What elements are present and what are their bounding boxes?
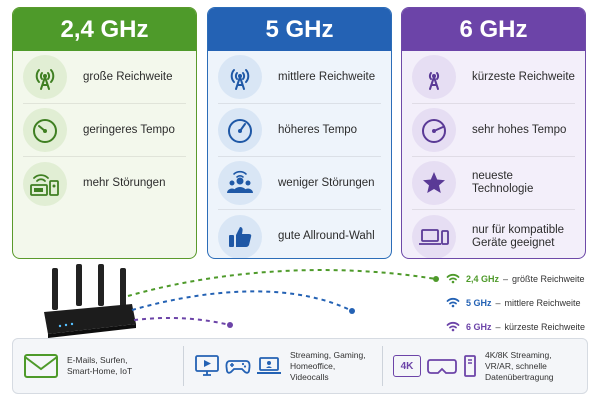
interference-devices-icon	[23, 161, 67, 206]
feature-label: neueste Technologie	[472, 170, 534, 195]
band-title: 2,4 GHz	[13, 8, 196, 51]
mail-icon	[24, 354, 58, 378]
feature-label: mehr Störungen	[83, 177, 166, 189]
thumbs-up-icon	[218, 214, 262, 258]
legend-sep: –	[495, 297, 501, 308]
signal-line-6ghz	[133, 316, 231, 326]
wifi-icon	[446, 321, 460, 332]
laptop-phone-icon	[412, 214, 456, 258]
feature-row: mittlere Reichweite	[218, 51, 381, 104]
antenna-small-icon	[412, 55, 456, 99]
vr-headset-icon	[427, 359, 457, 374]
gamepad-icon	[225, 360, 251, 374]
monitor-play-icon	[195, 355, 219, 376]
use-case-text: Streaming, Gaming, Homeoffice, Videocall…	[290, 349, 366, 382]
band-title: 6 GHz	[402, 8, 585, 51]
feature-row: neueste Technologie	[412, 157, 575, 210]
feature-label: weniger Störungen	[278, 176, 375, 189]
signal-line-2-4ghz	[127, 269, 437, 297]
legend-item-6ghz: 6 GHz – kürzeste Reichweite	[446, 321, 585, 332]
use-case-text: 4K/8K Streaming, VR/AR, schnelle Datenüb…	[485, 349, 554, 382]
use-case-6ghz: 4K 4K/8K Streaming, VR/AR, schnelle Date…	[383, 339, 583, 393]
feature-row: nur für kompatible Geräte geeignet	[412, 210, 575, 258]
legend-sep: –	[503, 273, 509, 284]
users-icon	[218, 161, 262, 205]
laptop-videocall-icon	[257, 357, 281, 374]
feature-row: kürzeste Reichweite	[412, 51, 575, 104]
antenna-icon	[23, 55, 67, 99]
band-card-2-4ghz: 2,4 GHz große Reichweite geringeres Temp…	[12, 7, 197, 259]
legend-item-2-4ghz: 2,4 GHz – größte Reichweite	[446, 273, 585, 284]
speedometer-fast-icon	[412, 108, 456, 152]
feature-label: große Reichweite	[83, 70, 173, 83]
feature-row: sehr hohes Tempo	[412, 104, 575, 157]
legend-item-5ghz: 5 GHz – mittlere Reichweite	[446, 297, 581, 308]
use-case-5ghz: Streaming, Gaming, Homeoffice, Videocall…	[184, 339, 382, 393]
feature-label: mittlere Reichweite	[278, 70, 376, 83]
legend-desc: kürzeste Reichweite	[504, 321, 586, 332]
legend-freq: 5 GHz	[466, 297, 492, 308]
star-icon	[412, 161, 456, 205]
legend-desc: mittlere Reichweite	[504, 297, 581, 308]
use-case-2-4ghz: E-Mails, Surfen, Smart-Home, IoT	[13, 339, 183, 393]
feature-row: große Reichweite	[23, 51, 186, 104]
signal-line-5ghz	[131, 290, 353, 312]
tower-pc-icon	[464, 355, 476, 377]
feature-row: gute Allround-Wahl	[218, 210, 381, 258]
feature-row: geringeres Tempo	[23, 104, 186, 157]
feature-row: höheres Tempo	[218, 104, 381, 157]
4k-badge-icon: 4K	[393, 355, 421, 377]
speedometer-slow-icon	[23, 108, 67, 152]
legend-freq: 2,4 GHz	[466, 273, 500, 284]
legend-freq: 6 GHz	[466, 321, 492, 332]
use-case-text: E-Mails, Surfen, Smart-Home, IoT	[67, 355, 133, 376]
feature-label: kürzeste Reichweite	[472, 70, 575, 83]
band-card-5ghz: 5 GHz mittlere Reichweite höheres Tempo …	[207, 7, 392, 259]
wifi-icon	[446, 297, 460, 308]
wifi-icon	[446, 273, 460, 284]
band-title: 5 GHz	[208, 8, 391, 51]
feature-label: nur für kompatible Geräte geeignet	[472, 223, 565, 249]
band-card-6ghz: 6 GHz kürzeste Reichweite sehr hohes Tem…	[401, 7, 586, 259]
legend-sep: –	[495, 321, 501, 332]
feature-label: gute Allround-Wahl	[278, 230, 375, 242]
feature-label: geringeres Tempo	[83, 123, 175, 136]
antenna-icon	[218, 55, 262, 99]
feature-label: sehr hohes Tempo	[472, 123, 567, 136]
router-icon	[44, 264, 136, 338]
speedometer-medium-icon	[218, 108, 262, 152]
feature-label: höheres Tempo	[278, 123, 358, 136]
use-case-strip: E-Mails, Surfen, Smart-Home, IoT Streami…	[12, 338, 588, 394]
legend-desc: größte Reichweite	[512, 273, 585, 284]
feature-row: mehr Störungen	[23, 157, 186, 210]
feature-row: weniger Störungen	[218, 157, 381, 210]
